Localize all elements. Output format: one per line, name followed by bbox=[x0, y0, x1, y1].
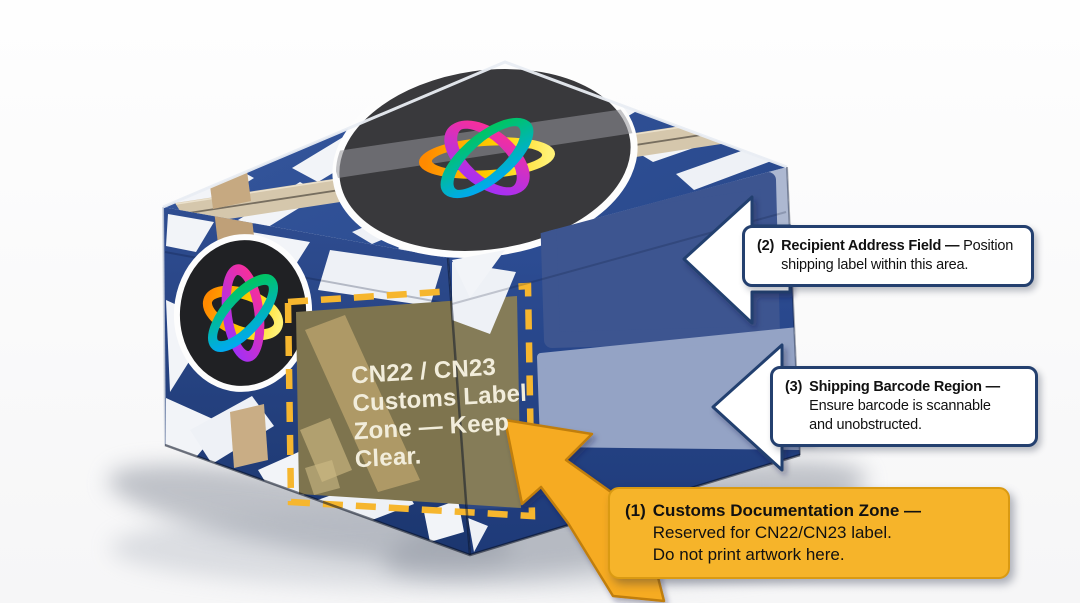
rainbow-trefoil-icon bbox=[418, 117, 556, 199]
callout-number: (1) bbox=[625, 501, 646, 520]
brand-logo-side bbox=[173, 234, 313, 392]
callout-customs-documentation-zone: (1) Customs Documentation Zone — Reserve… bbox=[608, 487, 1010, 580]
brand-logo-top bbox=[330, 62, 647, 258]
callout-number: (2) bbox=[757, 238, 775, 254]
callout-text: Recipient Address Field — Position shipp… bbox=[781, 238, 1014, 274]
customs-label-zone bbox=[284, 282, 536, 520]
customs-zone-dashed-border bbox=[284, 282, 536, 520]
callout-recipient-address-field: (2) Recipient Address Field — Position s… bbox=[742, 225, 1034, 288]
callout-text: Shipping Barcode Region — Ensure barcode… bbox=[809, 379, 1000, 433]
callout-text: Customs Documentation Zone — Reserved fo… bbox=[652, 501, 922, 565]
customs-zone-label: CN22 / CN23 Customs Label Zone — Keep Cl… bbox=[350, 353, 528, 474]
callout-number: (3) bbox=[785, 379, 803, 395]
callout-shipping-barcode-region: (3) Shipping Barcode Region — Ensure bar… bbox=[770, 366, 1038, 447]
